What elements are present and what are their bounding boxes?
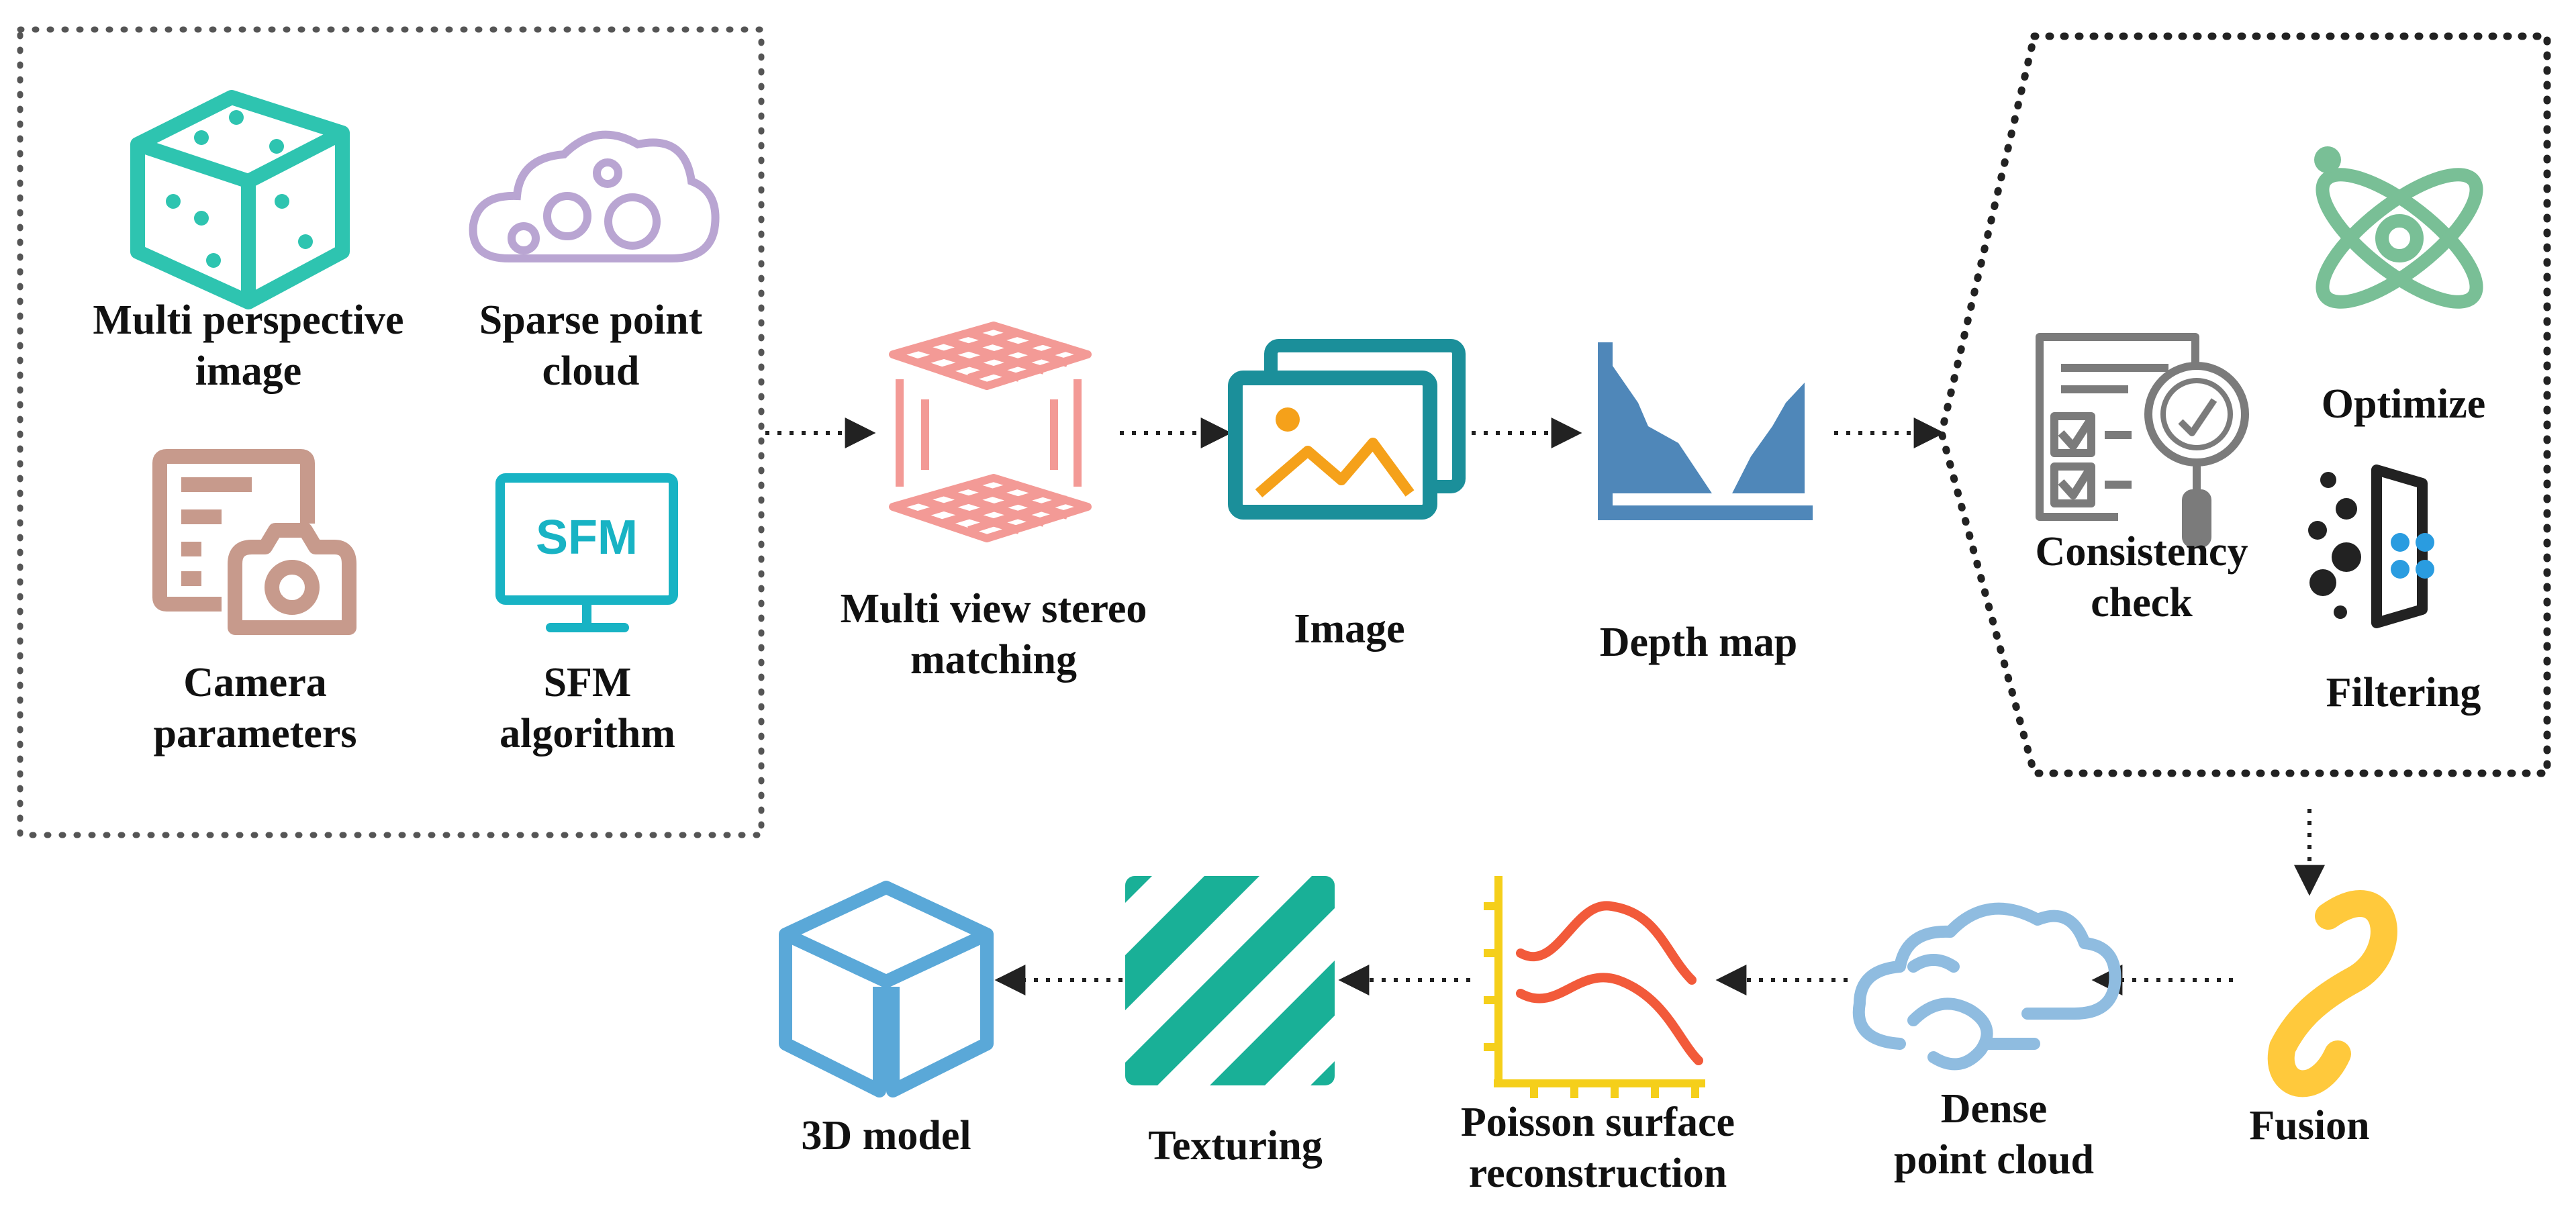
checklist-magnifier-icon — [2036, 333, 2249, 548]
label-line: check — [2091, 579, 2193, 626]
label-line: reconstruction — [1468, 1150, 1727, 1196]
label-line: Image — [1294, 606, 1405, 652]
poisson-plot-icon — [1484, 876, 1705, 1098]
label-line: Optimize — [2321, 381, 2486, 427]
label-line: 3D model — [801, 1113, 971, 1159]
label-optimize: Optimize — [2283, 379, 2524, 430]
label-depth-map: Depth map — [1564, 618, 1833, 669]
label-sfm-algorithm: SFM algorithm — [463, 658, 712, 759]
label-line: Depth map — [1599, 620, 1798, 665]
label-line: Texturing — [1148, 1123, 1323, 1169]
label-camera-parameters: Camera parameters — [121, 658, 389, 759]
label-line: cloud — [542, 348, 640, 394]
sfm-screen-text: SFM — [536, 511, 638, 565]
input-group-box — [17, 26, 765, 838]
label-poisson: Poisson surface reconstruction — [1410, 1097, 1786, 1199]
striped-texture-icon — [1125, 876, 1335, 1085]
label-line: Dense — [1940, 1086, 2048, 1132]
label-line: image — [195, 348, 302, 394]
label-line: Multi perspective — [93, 297, 404, 343]
image-icon — [1228, 339, 1466, 520]
sparse-cloud-icon — [469, 130, 720, 262]
sfm-monitor-icon — [495, 473, 678, 632]
atom-icon — [2314, 146, 2483, 309]
label-3d-model: 3D model — [759, 1111, 1014, 1162]
label-fusion: Fusion — [2202, 1101, 2417, 1152]
fusion-loop-icon — [2267, 890, 2397, 1097]
stereo-grid-cube-icon — [889, 322, 1092, 542]
label-filtering: Filtering — [2269, 668, 2538, 719]
label-line: Sparse point — [479, 297, 703, 343]
label-sparse-point-cloud: Sparse point cloud — [443, 295, 738, 397]
box-cube-icon — [779, 881, 994, 1097]
filter-icon — [2308, 465, 2434, 628]
label-line: Filtering — [2326, 670, 2481, 716]
dotted-cube-icon — [130, 90, 350, 309]
label-line: Fusion — [2249, 1103, 2370, 1149]
label-line: point cloud — [1893, 1136, 2095, 1183]
camera-document-icon — [152, 449, 356, 635]
label-line: Poisson surface — [1460, 1100, 1735, 1145]
label-line: matching — [910, 636, 1077, 683]
label-line: algorithm — [499, 710, 675, 756]
label-line: Multi view stereo — [840, 586, 1147, 632]
label-image: Image — [1242, 604, 1457, 655]
label-texturing: Texturing — [1101, 1121, 1370, 1172]
label-multi-perspective-image: Multi perspective image — [60, 295, 436, 397]
label-consistency-check: Consistency check — [1994, 527, 2289, 628]
label-line: Camera — [183, 660, 327, 705]
label-line: Consistency — [2035, 529, 2248, 575]
dense-cloud-icon — [1852, 902, 2121, 1071]
label-line: SFM — [543, 660, 632, 705]
label-line: parameters — [153, 710, 357, 756]
refine-group-box — [1938, 32, 2551, 777]
label-dense-point-cloud: Dense point cloud — [1860, 1084, 2128, 1185]
depth-map-icon — [1598, 342, 1813, 520]
label-multi-view-stereo: Multi view stereo matching — [806, 584, 1182, 685]
